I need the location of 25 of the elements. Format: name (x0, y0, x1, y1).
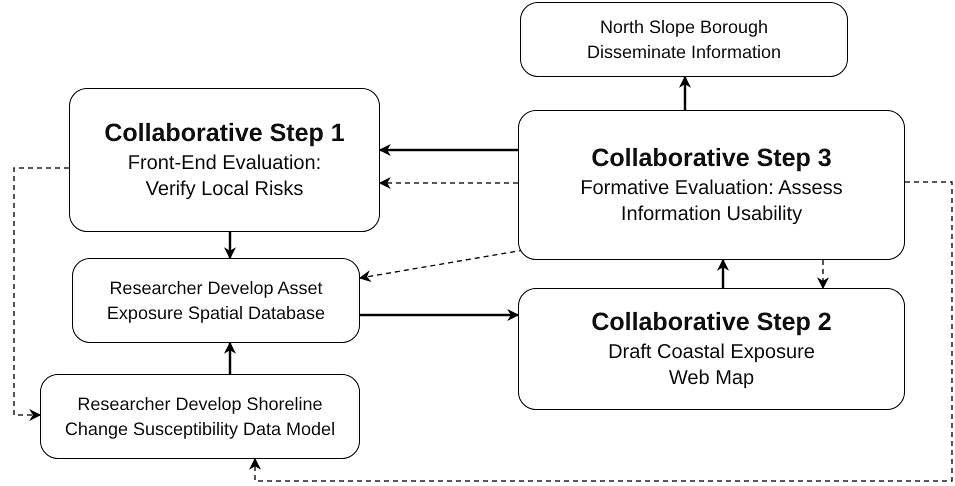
process-box (520, 2, 848, 77)
box-text: Researcher Develop Shoreline Change Susceptibility Data Model (64, 393, 336, 441)
arrow (378, 144, 518, 156)
arrow (378, 177, 518, 189)
step-heading: Collaborative Step 3 (591, 143, 832, 174)
process-box (69, 88, 380, 232)
arrow (679, 76, 691, 110)
arrow (360, 309, 520, 321)
box-text: Front-End Evaluation: Verify Local Risks (126, 150, 322, 202)
box-text: Researcher Develop Asset Exposure Spatial Database (106, 277, 326, 325)
process-box (518, 110, 905, 260)
process-box (40, 374, 360, 459)
arrow (13, 167, 69, 421)
box-text: North Slope Borough Disseminate Information (586, 16, 782, 64)
arrow (224, 232, 236, 260)
step-heading: Collaborative Step 1 (104, 118, 345, 150)
process-box (72, 258, 360, 343)
arrow (249, 181, 953, 482)
box-text: Formative Evaluation: Assess Information Usability (579, 176, 844, 227)
arrow (717, 258, 729, 288)
arrow (817, 260, 829, 290)
step-heading: Collaborative Step 2 (591, 307, 832, 338)
box-text: Draft Coastal Exposure Web Map (607, 340, 816, 391)
arrow (224, 342, 236, 374)
process-box (518, 288, 905, 410)
